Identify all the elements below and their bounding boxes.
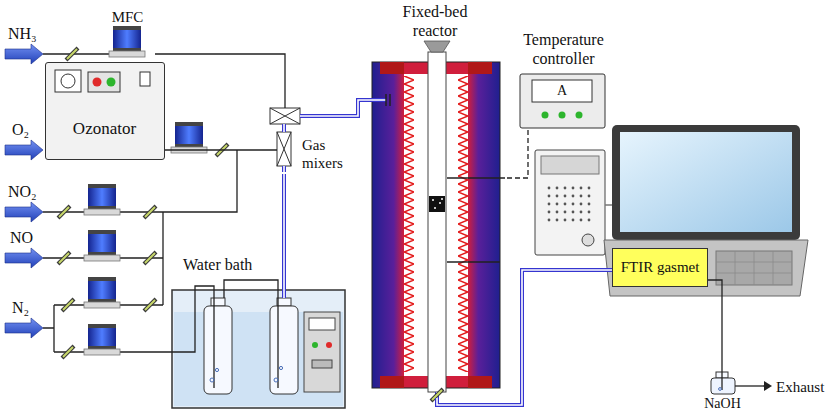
fixed-bed-reactor: Fixed-bed reactor xyxy=(365,2,505,398)
gas-name: O₂ xyxy=(12,120,29,139)
tube-connector xyxy=(437,270,612,405)
water-bath: Water bath xyxy=(168,255,348,412)
node-title: MFC xyxy=(100,8,155,26)
gas-line xyxy=(155,54,285,100)
node-title: Fixed-bed reactor xyxy=(395,2,475,40)
exhaust-label: Exhaust xyxy=(776,378,824,396)
ftir-analyzer: FTIR gasmet xyxy=(612,248,708,287)
display-symbol: A xyxy=(552,82,572,99)
node-title: FTIR gasmet xyxy=(613,258,707,276)
signal-connector xyxy=(505,130,528,178)
gas-line xyxy=(165,150,262,151)
gas-mixers: Gas mixers xyxy=(262,100,352,174)
gas-name: NO xyxy=(10,228,33,247)
tube-connector xyxy=(352,100,365,116)
node-title: Water bath xyxy=(183,255,303,274)
gas-name: NH₃ xyxy=(8,24,37,43)
temperature-controller: Temperature controller xyxy=(515,30,612,130)
node-title: Gas mixers xyxy=(302,136,352,172)
mfc-unit: MFC xyxy=(100,8,155,58)
gas-line xyxy=(708,280,722,366)
gas-name: NO₂ xyxy=(8,182,37,201)
naoh-trap: NaOH xyxy=(700,366,745,413)
ozonator: Ozonator xyxy=(45,62,165,160)
tube-connector xyxy=(284,174,285,255)
node-title: NaOH xyxy=(700,395,745,412)
gas-name: N₂ xyxy=(12,298,29,317)
node-title: Ozonator xyxy=(46,119,163,139)
node-title: Temperature controller xyxy=(515,30,612,68)
